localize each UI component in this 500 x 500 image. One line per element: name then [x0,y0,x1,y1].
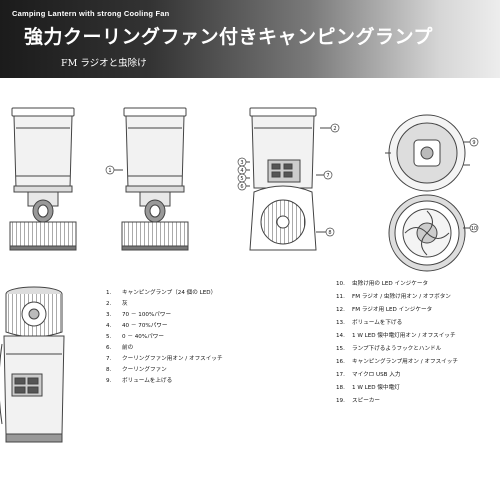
legend-item-text: クーリングファン [122,367,167,373]
legend-item-number: 11. [336,294,345,300]
lantern-side-view-center [113,107,189,251]
legend-item-text: ボリュームを上げる [122,378,173,384]
legend-item-number: 7. [106,356,112,362]
legend-item-number: 1. [106,290,112,296]
legend-item-2: 2. 灰 [106,301,128,308]
legend-item-number: 5. [106,334,112,340]
english-subtitle: Camping Lantern with strong Cooling Fan [12,9,170,18]
legend-item-text: キャンピングランプ用オン / オフスイッチ [352,359,458,365]
legend-item-text: 0 － 40%パワー [122,334,164,340]
legend-item-3: 3. 70 － 100%パワー [106,312,172,319]
callout-10-label: 10 [471,226,477,232]
legend-item-text: 1 W LED 懐中電灯 [352,385,400,391]
legend-item-14: 14. 1 W LED 懐中電灯用オン / オフスイッチ [336,333,456,340]
lantern-bottom-view [388,194,470,272]
legend-item-number: 4. [106,323,112,329]
legend-item-text: FM ラジオ用 LED インジケータ [352,307,433,313]
callout-1 [105,165,115,175]
callout-9-label: 9 [472,140,475,146]
legend-item-number: 2. [106,301,112,307]
legend-item-15: 15. ランプ下げるようフックとハンドル [336,346,442,353]
legend-item-text: キャンピングランプ（24 個の LED） [122,290,217,296]
legend-item-text: 40 － 70%パワー [122,323,168,329]
legend-item-number: 6. [106,345,112,351]
page-title: 強力クーリングファン付きキャンピングランプ [24,26,433,48]
callout-2-label: 2 [333,126,336,132]
callout-2 [330,123,340,133]
callout-10 [469,223,479,233]
legend-item-11: 11. FM ラジオ / 虫除け用オン / オフボタン [336,294,451,301]
callout-7 [323,170,333,180]
legend-item-number: 3. [106,312,112,318]
callout-6-label: 6 [240,184,243,190]
legend-item-text: ランプ下げるようフックとハンドル [352,346,442,352]
header-banner: Camping Lantern with strong Cooling Fan … [0,0,500,78]
legend-item-17: 17. マイクロ USB 入力 [336,372,401,379]
legend-item-number: 15. [336,346,345,352]
legend-item-text: スピーカー [352,398,380,404]
legend-item-8: 8. クーリングファン [106,367,167,374]
legend-item-19: 19. スピーカー [336,398,380,405]
legend-item-text: マイクロ USB 入力 [352,372,401,378]
legend-item-text: 灰 [122,301,128,307]
lantern-front-view [246,107,332,251]
legend-item-text: 70 － 100%パワー [122,312,172,318]
legend-right: 10. 虫除け用の LED インジケータ 11. FM ラジオ / 虫除け用オン /… [336,281,496,408]
legend-item-text: FM ラジオ / 虫除け用オン / オフボタン [352,294,451,300]
legend-item-text: 前の [122,345,134,351]
lantern-top-view [385,114,470,192]
callout-5-label: 5 [240,176,243,182]
callout-6 [237,181,247,191]
callout-7-label: 7 [326,173,329,179]
callout-8-label: 8 [328,230,331,236]
callout-1-label: 1 [108,168,111,174]
legend-item-number: 8. [106,367,112,373]
legend-item-number: 10. [336,281,345,287]
legend-item-number: 13. [336,320,345,326]
lantern-perspective-view [0,286,65,443]
callout-3-label: 3 [240,160,243,166]
product-diagram: 1 2 3 4 5 6 7 8 9 10 [9,107,479,272]
legend-item-number: 12. [336,307,345,313]
legend-item-number: 19. [336,398,345,404]
callout-9 [469,137,479,147]
legend-item-9: 9. ボリュームを上げる [106,378,173,385]
legend-item-12: 12. FM ラジオ用 LED インジケータ [336,307,433,314]
legend-item-7: 7. クーリングファン用オン / オフスイッチ [106,356,223,363]
legend-item-1: 1. キャンピングランプ（24 個の LED） [106,290,217,297]
callout-4-label: 4 [240,168,243,174]
legend-item-10: 10. 虫除け用の LED インジケータ [336,281,429,288]
legend-item-13: 13. ボリュームを下げる [336,320,403,327]
legend-item-text: 1 W LED 懐中電灯用オン / オフスイッチ [352,333,456,339]
legend-item-text: クーリングファン用オン / オフスイッチ [122,356,223,362]
legend-left: 1. キャンピングランプ（24 個の LED） 2. 灰 3. 70 － 100%パワ… [106,290,286,401]
legend-item-16: 16. キャンピングランプ用オン / オフスイッチ [336,359,458,366]
legend-item-number: 17. [336,372,345,378]
legend-item-5: 5. 0 － 40%パワー [106,334,164,341]
legend-item-number: 9. [106,378,112,384]
legend-item-4: 4. 40 － 70%パワー [106,323,168,330]
legend-item-number: 14. [336,333,345,339]
legend-item-18: 18. 1 W LED 懐中電灯 [336,385,400,392]
legend-item-6: 6. 前の [106,345,134,352]
callout-8 [325,227,335,237]
callout-markers: 1 2 3 4 5 6 7 8 9 10 [105,123,479,237]
legend-item-number: 16. [336,359,345,365]
legend-item-number: 18. [336,385,345,391]
legend-item-text: 虫除け用の LED インジケータ [352,281,429,287]
lantern-side-view-left [9,107,77,251]
feature-subtitle: FM ラジオと虫除け [61,58,147,69]
legend-item-text: ボリュームを下げる [352,320,403,326]
